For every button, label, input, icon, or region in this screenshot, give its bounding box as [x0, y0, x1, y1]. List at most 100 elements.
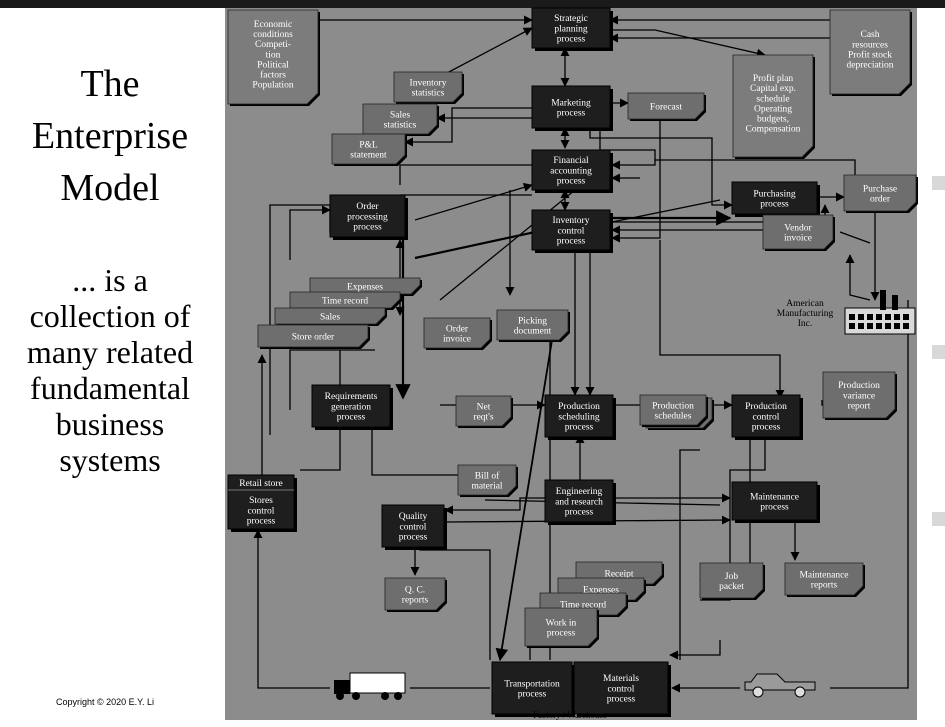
flow-order-financial — [399, 164, 532, 185]
pl-statement-doc-text: P&L — [359, 140, 378, 150]
economic-conditions-note-shape — [227, 9, 319, 105]
maintenance-reports-doc-text: reports — [811, 580, 838, 590]
factory-window — [867, 323, 873, 329]
qc-reports-doc-text: Q. C. — [405, 585, 425, 595]
economic-conditions-note-text: Economic — [254, 20, 293, 30]
pickup-truck-icon — [744, 673, 816, 698]
factory-window — [867, 314, 873, 320]
economic-conditions-note-text: tion — [266, 50, 281, 60]
vendor-invoice-doc-text: invoice — [784, 233, 812, 243]
engineering-research-process-text: process — [565, 507, 594, 517]
factory-window — [849, 323, 855, 329]
stores-control-process-text: control — [248, 506, 275, 516]
sales-statistics-doc-shape — [362, 103, 438, 135]
sales-doc: Sales — [274, 307, 387, 326]
flow-stores-left — [289, 349, 375, 410]
sales-doc-text: Sales — [320, 312, 340, 322]
production-variance-doc-shape — [822, 371, 896, 419]
order-invoice-doc-text: Order — [446, 324, 469, 334]
production-schedules-doc-text: schedules — [655, 411, 692, 421]
transportation-process-box — [491, 661, 573, 715]
forecast-doc-text: Forecast — [650, 102, 683, 112]
bill-of-material-doc-shape — [457, 464, 517, 496]
title-line: The — [80, 63, 140, 105]
bill-of-material-doc-text: material — [471, 481, 502, 491]
net-reqts-doc-text: reqt's — [473, 412, 493, 422]
sales-doc-shape — [274, 307, 386, 325]
cash-resources-note-text: resources — [852, 40, 888, 50]
title-panel — [0, 8, 220, 722]
edge-decoration — [932, 345, 945, 359]
materials-control-process-text: Materials — [603, 674, 639, 684]
subtitle-line: business — [55, 406, 165, 442]
inventory-statistics-doc-shape — [393, 71, 463, 103]
economic-conditions-note-text: Political — [257, 60, 289, 70]
pl-statement-doc-text: statement — [350, 150, 387, 160]
order-processing-process-text: process — [353, 222, 382, 232]
strategic-planning-process-text: process — [557, 34, 586, 44]
profit-plan-note-text: budgets, — [757, 114, 789, 124]
store-order-doc-shape — [257, 324, 369, 348]
marketing-process-box — [531, 85, 611, 129]
sales-statistics-doc-text: Sales — [390, 110, 410, 120]
title-line: Model — [60, 167, 160, 209]
strategic-planning-process-box — [531, 7, 611, 49]
economic-conditions-note: EconomicconditionsCompeti-tionPoliticalf… — [227, 9, 320, 106]
quality-control-process-box — [381, 504, 445, 548]
financial-accounting-process-text: Financial — [553, 156, 589, 166]
stores-control-process-box — [227, 474, 295, 530]
picking-document-doc-text: Picking — [518, 316, 547, 326]
profit-plan-note-text: Operating — [754, 104, 792, 114]
time-record-doc-shape — [289, 291, 401, 309]
net-reqts-doc-shape — [455, 395, 512, 427]
factory-window — [885, 323, 891, 329]
materials-control-process-text: control — [608, 684, 635, 694]
profit-plan-note-shape — [732, 54, 814, 158]
order-processing-process-box — [329, 194, 406, 238]
strategic-planning-process-text: planning — [554, 24, 587, 34]
economic-conditions-note-text: conditions — [253, 30, 293, 40]
materials-control-process-box — [573, 661, 669, 715]
bill-of-material-doc-text: Bill of — [475, 470, 500, 481]
stores-header-text: Retail store — [239, 479, 283, 489]
production-variance-doc-text: variance — [843, 391, 875, 401]
factory-chimney — [892, 295, 898, 310]
financial-accounting-process-text: process — [557, 176, 586, 186]
production-schedules-doc-text: Production — [652, 401, 694, 411]
production-schedules-doc-shape — [639, 394, 707, 426]
cash-resources-note-text: Cash — [861, 30, 880, 40]
company-name-text: Inc. — [798, 319, 813, 329]
factory-window — [894, 323, 900, 329]
pl-statement-doc-shape — [331, 133, 406, 165]
time-record2-doc-text: Time record — [560, 600, 607, 610]
production-scheduling-process-box — [544, 394, 614, 438]
truck-wheel — [352, 692, 360, 700]
vendor-invoice-doc-shape — [762, 214, 834, 250]
flow-marketing-pl — [404, 107, 532, 147]
slide-title: The Enterprise Model — [0, 58, 220, 214]
maintenance-process-box — [731, 481, 818, 521]
cash-resources-note-text: Profit stock — [848, 49, 892, 60]
truck-wheel — [381, 692, 389, 700]
inventory-statistics-doc-text: Inventory — [410, 78, 447, 88]
stores-control-process-text: process — [247, 516, 276, 526]
purchasing-process-box — [731, 181, 818, 215]
economic-conditions-note-text: Population — [252, 81, 293, 91]
maintenance-process-text: process — [760, 502, 789, 512]
quality-control-process-text: process — [399, 532, 428, 542]
company-name-text: American — [786, 299, 824, 309]
work-in-process-doc-text: Work in — [546, 618, 577, 628]
expenses-doc-text: Expenses — [347, 282, 383, 292]
